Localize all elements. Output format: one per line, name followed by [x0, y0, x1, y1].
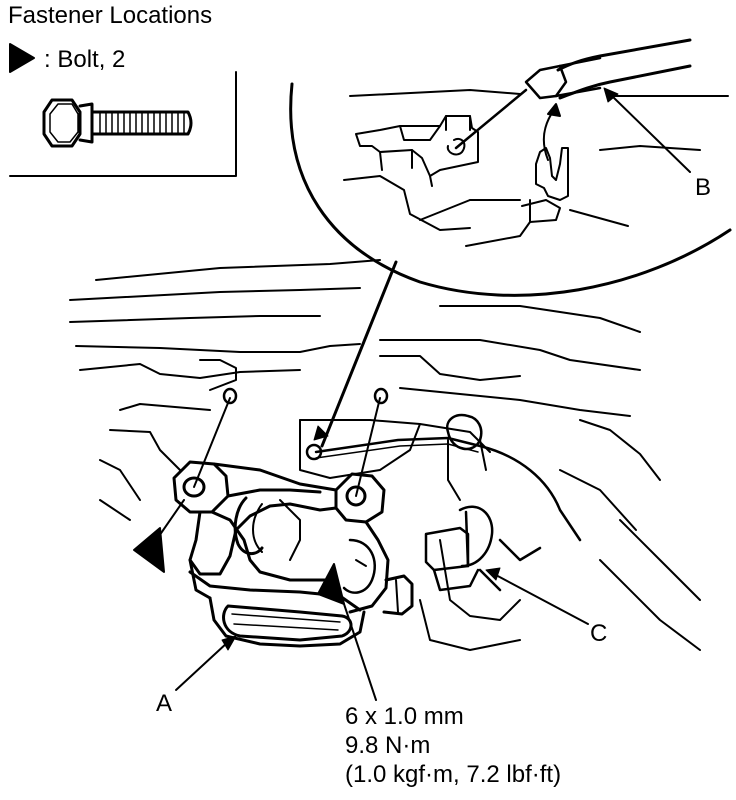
detail-view	[343, 38, 729, 247]
legend-text: : Bolt, 2	[44, 46, 126, 73]
spec-torque-alt: (1.0 kgf·m, 7.2 lbf·ft)	[345, 761, 562, 788]
callout-label-a: A	[156, 690, 173, 717]
torque-spec: 6 x 1.0 mm 9.8 N·m (1.0 kgf·m, 7.2 lbf·f…	[345, 702, 561, 789]
detail-circle	[289, 82, 732, 297]
bolt-leader-right	[355, 397, 381, 497]
callout-leader-b	[611, 95, 691, 173]
diagram-title: Fastener Locations	[8, 2, 213, 29]
spec-size: 6 x 1.0 mm	[345, 703, 464, 730]
cable-main	[314, 436, 582, 542]
legend-frame	[9, 71, 237, 177]
spec-leader	[337, 585, 377, 701]
spec-torque-nm: 9.8 N·m	[345, 732, 431, 759]
callout-leader-a	[175, 641, 229, 691]
connector-c	[424, 505, 542, 592]
bolt-icon	[42, 98, 193, 148]
callout-label-c: C	[590, 620, 608, 647]
callout-label-b: B	[695, 174, 712, 201]
bolt-leader-left	[193, 397, 231, 488]
legend-triangle-icon	[9, 43, 35, 73]
cable-end	[305, 443, 323, 461]
callout-leader-c	[493, 573, 589, 625]
bolt-marker-right-icon	[317, 563, 345, 605]
latch-assembly-a	[172, 460, 414, 648]
detail-leader	[320, 260, 398, 448]
